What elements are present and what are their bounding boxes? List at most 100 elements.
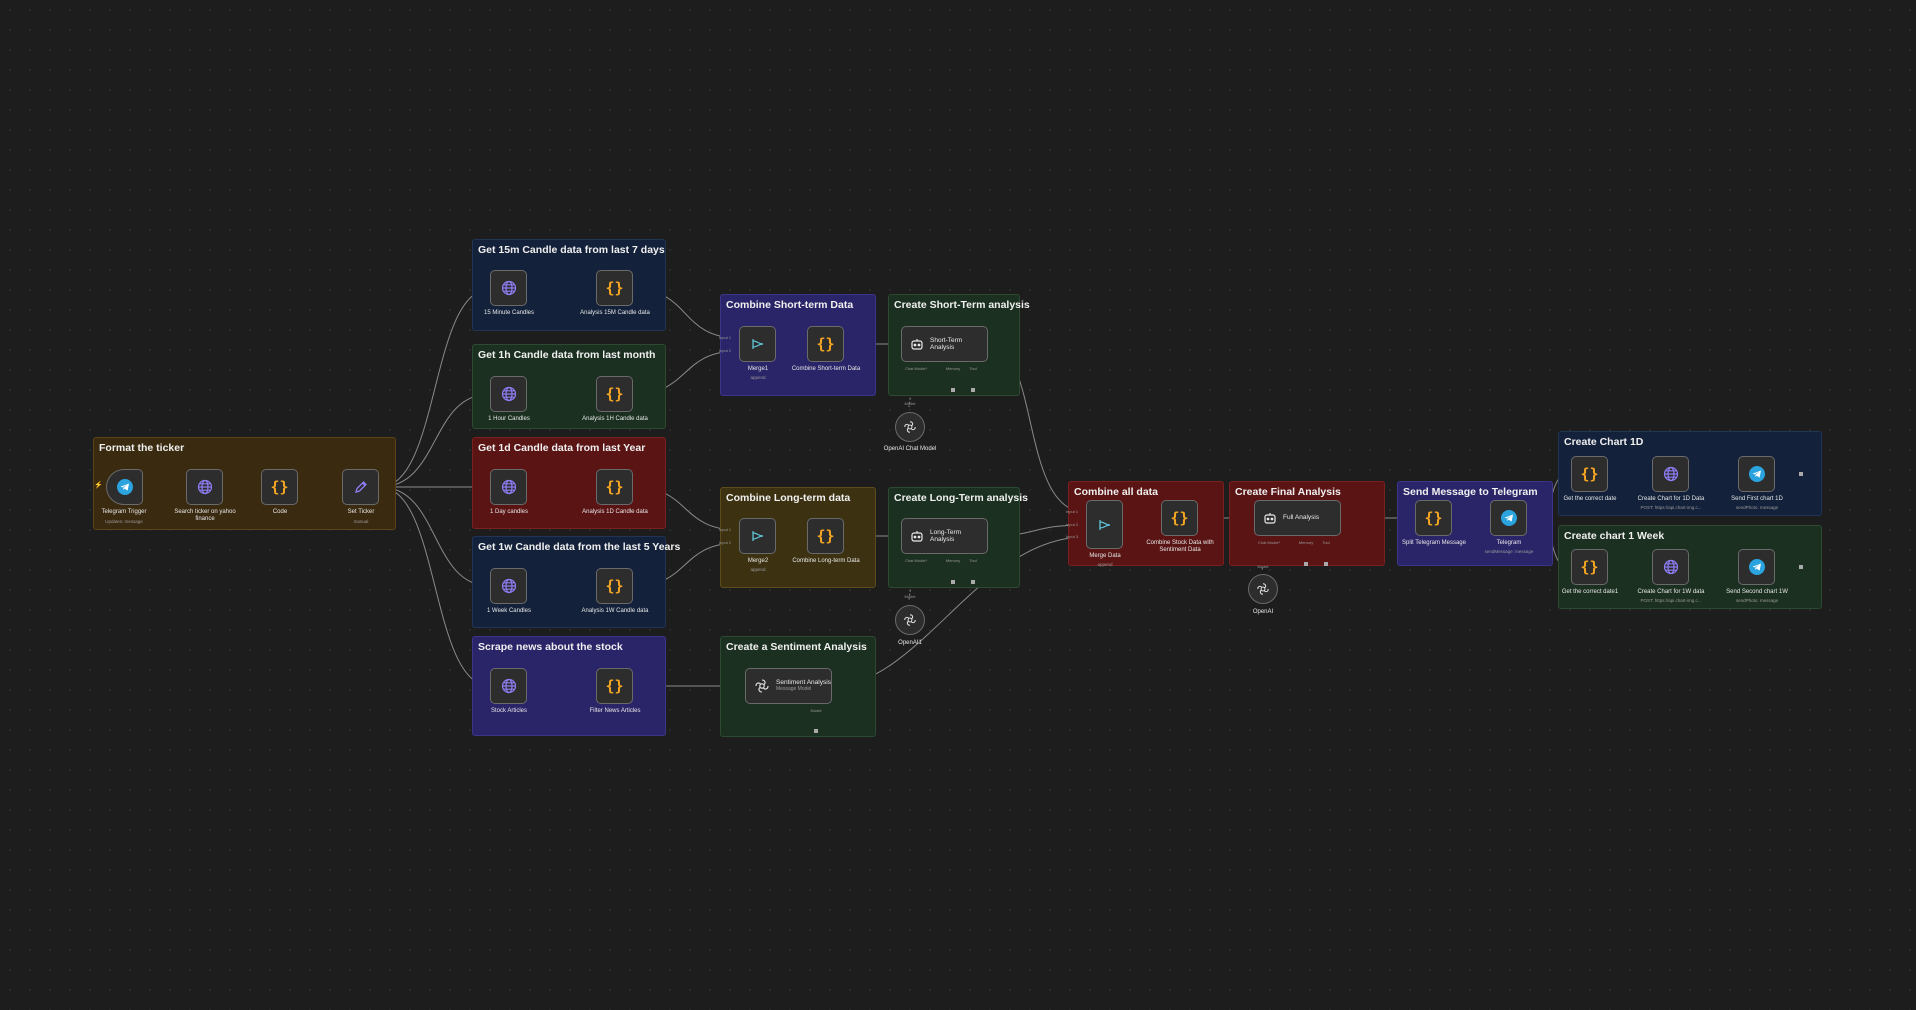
node-sublabel: sendPhoto: message	[1735, 598, 1779, 603]
group-title: Get 15m Candle data from last 7 days	[478, 244, 665, 256]
add-connection-plus-icon[interactable]	[1324, 562, 1328, 566]
port-label: Chat Model*	[904, 366, 928, 371]
code-icon: {}	[605, 477, 624, 496]
analysis-1d-node[interactable]: {}	[596, 469, 633, 505]
node-label: Search ticker on yahoo finance	[174, 509, 236, 523]
node-label: Combine Short-term Data	[791, 366, 861, 372]
add-connection-plus-icon[interactable]	[951, 580, 955, 584]
send-second-chart-node[interactable]	[1738, 549, 1775, 585]
openai-icon	[903, 613, 917, 627]
add-connection-plus-icon[interactable]	[971, 580, 975, 584]
node-label: Telegram Trigger	[101, 509, 147, 515]
group-title: Combine Short-term Data	[726, 299, 854, 311]
port-label: Input 2	[718, 348, 732, 353]
analysis-1w-node[interactable]: {}	[596, 568, 633, 604]
search-ticker-node[interactable]	[186, 469, 223, 505]
group-combine-long[interactable]: Combine Long-term data	[720, 487, 876, 588]
telegram-trigger-node[interactable]	[106, 469, 143, 505]
port-label: Input 1	[718, 335, 732, 340]
code-node[interactable]: {}	[261, 469, 298, 505]
set-ticker-node[interactable]	[342, 469, 379, 505]
node-label: Set Ticker	[347, 509, 375, 515]
merge-data-node[interactable]	[1086, 500, 1123, 549]
openai-chat-model-node[interactable]	[895, 412, 925, 442]
short-term-analysis-node[interactable]: Short-Term Analysis	[901, 326, 988, 362]
port-label: Input 2	[1065, 522, 1079, 527]
node-label: Get the correct date	[1563, 496, 1617, 502]
combine-stock-node[interactable]: {}	[1161, 500, 1198, 536]
node-label: OpenAI1	[898, 640, 922, 646]
openai1-node[interactable]	[895, 605, 925, 635]
combine-long-node[interactable]: {}	[807, 518, 844, 554]
port-label: Memory	[945, 558, 961, 563]
node-sublabel: sendPhoto: message	[1735, 505, 1779, 510]
group-1h-candles[interactable]: Get 1h Candle data from last month	[472, 344, 666, 429]
node-sublabel: POST: https://api.chart-img.c...	[1640, 505, 1702, 510]
port-label: Input 1	[1065, 509, 1079, 514]
code-icon: {}	[1580, 557, 1599, 576]
node-label: Code	[272, 509, 288, 515]
node-label: Full Analysis	[1283, 514, 1320, 522]
candles-15m-node[interactable]	[490, 270, 527, 306]
get-correct-date1-node[interactable]: {}	[1571, 549, 1608, 585]
split-message-node[interactable]: {}	[1415, 500, 1452, 536]
analysis-1h-node[interactable]: {}	[596, 376, 633, 412]
group-title: Combine all data	[1074, 486, 1159, 498]
group-title: Create a Sentiment Analysis	[726, 641, 867, 653]
node-label: 15 Minute Candles	[483, 310, 535, 316]
group-title: Create chart 1 Week	[1564, 530, 1665, 542]
globe-icon	[501, 678, 517, 694]
add-connection-plus-icon[interactable]	[971, 388, 975, 392]
node-label: Analysis 1H Candle data	[582, 416, 648, 422]
node-label: Filter News Articles	[589, 708, 641, 714]
node-label: Split Telegram Message	[1402, 540, 1466, 546]
merge1-node[interactable]	[739, 326, 776, 362]
candles-1h-node[interactable]	[490, 376, 527, 412]
code-icon: {}	[605, 676, 624, 695]
add-connection-plus-icon[interactable]	[814, 729, 818, 733]
create-chart-1w-node[interactable]	[1652, 549, 1689, 585]
candles-1d-node[interactable]	[490, 469, 527, 505]
openai-node[interactable]	[1248, 574, 1278, 604]
filter-news-node[interactable]: {}	[596, 668, 633, 704]
node-label: Combine Long-term Data	[792, 558, 860, 564]
node-label: Create Chart for 1W data	[1637, 589, 1705, 595]
combine-short-node[interactable]: {}	[807, 326, 844, 362]
group-title: Get 1d Candle data from last Year	[478, 442, 646, 454]
stock-articles-node[interactable]	[490, 668, 527, 704]
add-connection-plus-icon[interactable]	[1304, 562, 1308, 566]
merge-icon	[1097, 517, 1113, 533]
robot-icon	[910, 529, 924, 543]
add-connection-plus-icon[interactable]	[951, 388, 955, 392]
node-label: Short-Term Analysis	[930, 336, 963, 351]
analysis-15m-node[interactable]: {}	[596, 270, 633, 306]
globe-icon	[501, 479, 517, 495]
port-label: Input 3	[1065, 534, 1079, 539]
telegram-icon	[116, 478, 134, 496]
node-label: Merge Data	[1089, 553, 1121, 559]
robot-icon	[910, 337, 924, 351]
long-term-analysis-node[interactable]: Long-Term Analysis	[901, 518, 988, 554]
port-label: Tool	[1322, 540, 1330, 545]
node-sublabel: append	[750, 375, 766, 380]
group-title: Create Final Analysis	[1235, 486, 1341, 498]
send-first-chart-node[interactable]	[1738, 456, 1775, 492]
openai-icon	[1256, 582, 1270, 596]
trigger-bolt-icon: ⚡	[94, 482, 103, 489]
node-label: 1 Hour Candles	[488, 416, 530, 422]
node-label: Analysis 1D Candle data	[582, 509, 648, 515]
telegram-node[interactable]	[1490, 500, 1527, 536]
get-correct-date-node[interactable]: {}	[1571, 456, 1608, 492]
node-label: Send Second chart 1W	[1726, 589, 1788, 595]
group-chart-1w[interactable]: Create chart 1 Week	[1558, 525, 1822, 609]
add-node-plus-icon[interactable]	[1799, 565, 1803, 569]
create-chart-1d-node[interactable]	[1652, 456, 1689, 492]
candles-1w-node[interactable]	[490, 568, 527, 604]
port-label: Memory	[1298, 540, 1314, 545]
merge2-node[interactable]	[739, 518, 776, 554]
full-analysis-node[interactable]: Full Analysis	[1254, 500, 1341, 536]
globe-icon	[501, 386, 517, 402]
add-node-plus-icon[interactable]	[1799, 472, 1803, 476]
